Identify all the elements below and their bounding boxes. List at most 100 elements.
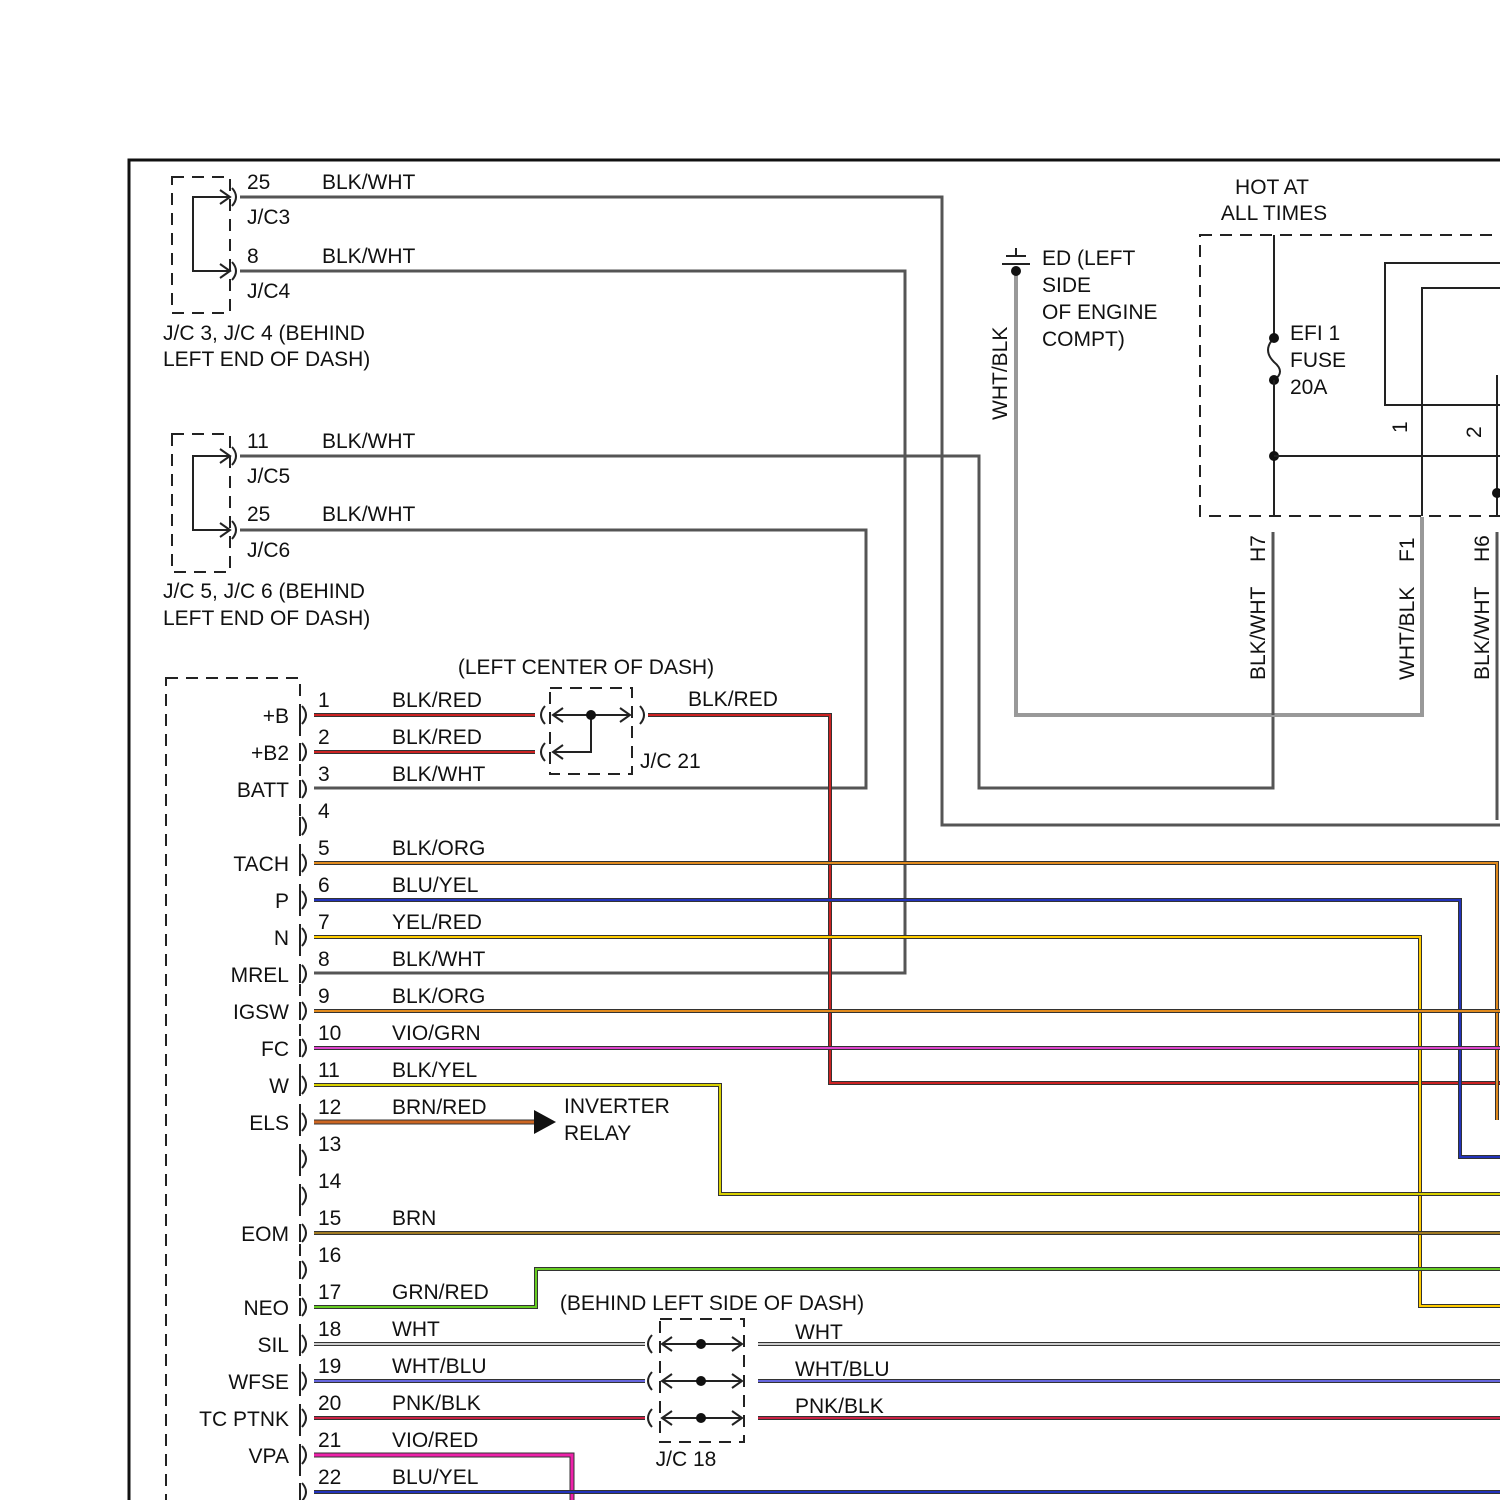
jc18-jack [648, 1409, 652, 1427]
ecm-pin-number: 4 [318, 800, 330, 823]
fuse-box-output-wire-color: WHT/BLK [1396, 587, 1419, 680]
inverter-relay-label: INVERTER [564, 1095, 670, 1118]
jc21-jack [541, 706, 545, 724]
ecm-wire-color-label: BRN [392, 1207, 436, 1230]
ecm-pin-number: 17 [318, 1281, 341, 1304]
ground-location-label: ED (LEFT [1042, 247, 1136, 270]
jc18-jack [648, 1372, 652, 1390]
ecm-wire-color-label: YEL/RED [392, 911, 482, 934]
ecm-pin-number: 19 [318, 1355, 341, 1378]
ecm-pin-number: 7 [318, 911, 330, 934]
ecm-wire-color-label: BLK/YEL [392, 1059, 477, 1082]
jc5-label: J/C5 [247, 465, 290, 488]
efi-fuse-element [1268, 338, 1280, 380]
ecm-pin-number: 8 [318, 948, 330, 971]
fuse-box-output-pin: H7 [1247, 535, 1270, 562]
ecm-wire-color-label: BLK/WHT [392, 763, 486, 786]
ecm-pin-jack [302, 1446, 306, 1464]
jc18-label: J/C 18 [656, 1448, 717, 1471]
jc4-pin-number: 8 [247, 245, 259, 268]
hot-at-all-times-label: HOT AT [1235, 176, 1309, 199]
ecm-pin-jack [302, 1113, 306, 1131]
ecm-pin-number: 9 [318, 985, 330, 1008]
jc5-pin-number: 11 [247, 430, 269, 453]
ecm-pin-name: WFSE [228, 1371, 289, 1394]
ground-location-label: SIDE [1042, 274, 1091, 297]
ecm-wire-color-label: BRN/RED [392, 1096, 487, 1119]
jc56-jack [232, 521, 236, 539]
ecm-pin-name: ELS [249, 1112, 289, 1135]
jc6-label: J/C6 [247, 539, 290, 562]
ecm-pin-jack [302, 928, 306, 946]
ecm-pin-name: EOM [241, 1223, 289, 1246]
jc21-label: J/C 21 [640, 750, 701, 773]
jc6-pin-number: 25 [247, 503, 270, 526]
ecm-pin-number: 5 [318, 837, 330, 860]
fuse-terminal-dot [1269, 333, 1279, 343]
ecm-pin-number: 14 [318, 1170, 342, 1193]
jc21-out-wire-color: BLK/RED [688, 688, 778, 711]
fuse-box-output-pin: H6 [1471, 535, 1494, 562]
inverter-relay-label: RELAY [564, 1122, 631, 1145]
ecm-wire-color-label: BLK/WHT [392, 948, 486, 971]
relay-outline [1385, 263, 1500, 405]
jc21-jack [541, 743, 545, 761]
jc18-junction-dot [696, 1376, 706, 1386]
ecm-pin-number: 2 [318, 726, 330, 749]
jc3-pin-number: 25 [247, 171, 270, 194]
ground-location-label: OF ENGINE [1042, 301, 1158, 324]
relay-pin-number: 1 [1389, 421, 1412, 433]
jc34-jack [232, 262, 236, 280]
ecm-pin-name: IGSW [233, 1001, 289, 1024]
ecm-pin-number: 10 [318, 1022, 341, 1045]
ecm-pin-number: 21 [318, 1429, 341, 1452]
jc34-jack [232, 188, 236, 206]
ecm-pin-jack [302, 1261, 306, 1279]
ecm-pin-name: MREL [231, 964, 289, 987]
ecm-pin-name: TC PTNK [199, 1408, 289, 1431]
ecm-pin-number: 15 [318, 1207, 341, 1230]
ecm-pin-jack [302, 1224, 306, 1242]
ecm-pin-name: NEO [243, 1297, 289, 1320]
hot-at-all-times-label: ALL TIMES [1221, 202, 1327, 225]
ecm-pin-jack [302, 743, 306, 761]
ecm-wire-color-label: WHT [392, 1318, 440, 1341]
ecm-pin-name: SIL [257, 1334, 289, 1357]
jc56-caption: LEFT END OF DASH) [163, 607, 370, 630]
jc18-out-wire-color: WHT [795, 1321, 843, 1344]
fuse-box-output-wire-color: BLK/WHT [1247, 586, 1270, 680]
ecm-pin-jack [302, 1483, 306, 1500]
jc21-location-label: (LEFT CENTER OF DASH) [458, 656, 714, 679]
ecm-pin-number: 18 [318, 1318, 341, 1341]
jc6-wire-color: BLK/WHT [322, 503, 416, 526]
ecm-pin-jack [302, 1187, 306, 1205]
wire-pin17-grn-red [314, 1269, 1500, 1307]
ecm-wire-color-label: BLU/YEL [392, 874, 478, 897]
ecm-pin-jack [302, 1076, 306, 1094]
ecm-pin-name: N [274, 927, 289, 950]
ecm-pin-name: TACH [233, 853, 289, 876]
jc18-jack [648, 1335, 652, 1353]
ecm-pin-name: +B2 [251, 742, 289, 765]
ecm-pin-number: 6 [318, 874, 330, 897]
fuse-box-outline [1200, 235, 1500, 516]
efi-fuse-label: FUSE [1290, 349, 1346, 372]
ecm-pin-number: 1 [318, 689, 330, 712]
ecm-wire-color-label: GRN/RED [392, 1281, 489, 1304]
ecm-wire-color-label: BLK/RED [392, 726, 482, 749]
jc18-junction-dot [696, 1339, 706, 1349]
fuse-box-output-pin: F1 [1396, 537, 1419, 562]
relay-coil-line [1422, 288, 1500, 405]
ecm-pin-name: BATT [237, 779, 289, 802]
jc21-jack [640, 706, 644, 724]
ecm-wire-color-label: BLK/ORG [392, 985, 485, 1008]
wire-pin11-blk-yel-edge [314, 1085, 1500, 1194]
ground-terminal-dot [1011, 266, 1021, 276]
fuse-box-output-wire-color: BLK/WHT [1471, 586, 1494, 680]
ecm-pin-name: FC [261, 1038, 289, 1061]
jc21-junction-dot [586, 710, 596, 720]
jc18-junction-dot [696, 1413, 706, 1423]
ecm-pin-jack [302, 706, 306, 724]
ecm-pin-number: 3 [318, 763, 330, 786]
ecm-pin-number: 12 [318, 1096, 341, 1119]
